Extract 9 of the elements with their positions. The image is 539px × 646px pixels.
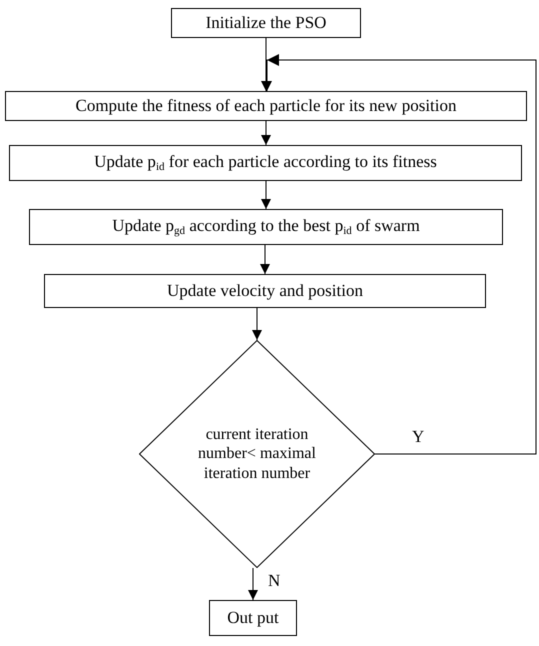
process-box: Initialize the PSO [171, 8, 361, 38]
edge-label: Y [412, 428, 424, 445]
condition-text: current iteration number< maximal iteration number [197, 425, 317, 483]
process-box: Compute the fitness of each particle for its new position [5, 91, 527, 121]
process-box: Update p$_{gd}$ according to the best p$_{id}$ of swarm [29, 209, 503, 245]
edge-label: N [268, 572, 280, 589]
process-box: Update p$_{id}$ for each particle according to its fitness [9, 145, 522, 181]
process-box: Out put [209, 600, 297, 636]
process-box: Update velocity and position [44, 274, 486, 308]
